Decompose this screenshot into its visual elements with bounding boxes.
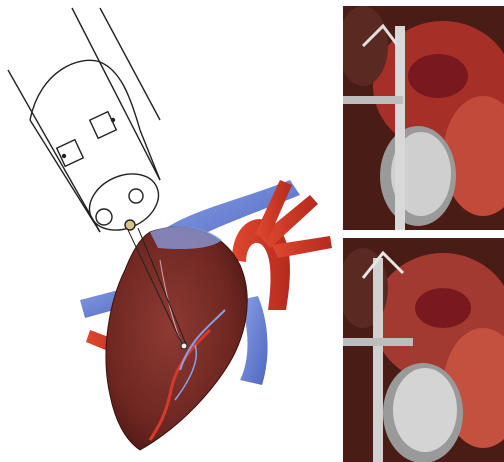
heart bbox=[106, 226, 247, 450]
heart-instrument-illustration bbox=[0, 0, 340, 462]
endoscope-instrument bbox=[8, 8, 168, 241]
surgical-photo-top bbox=[343, 6, 504, 230]
surgical-photo-bottom bbox=[343, 238, 504, 462]
